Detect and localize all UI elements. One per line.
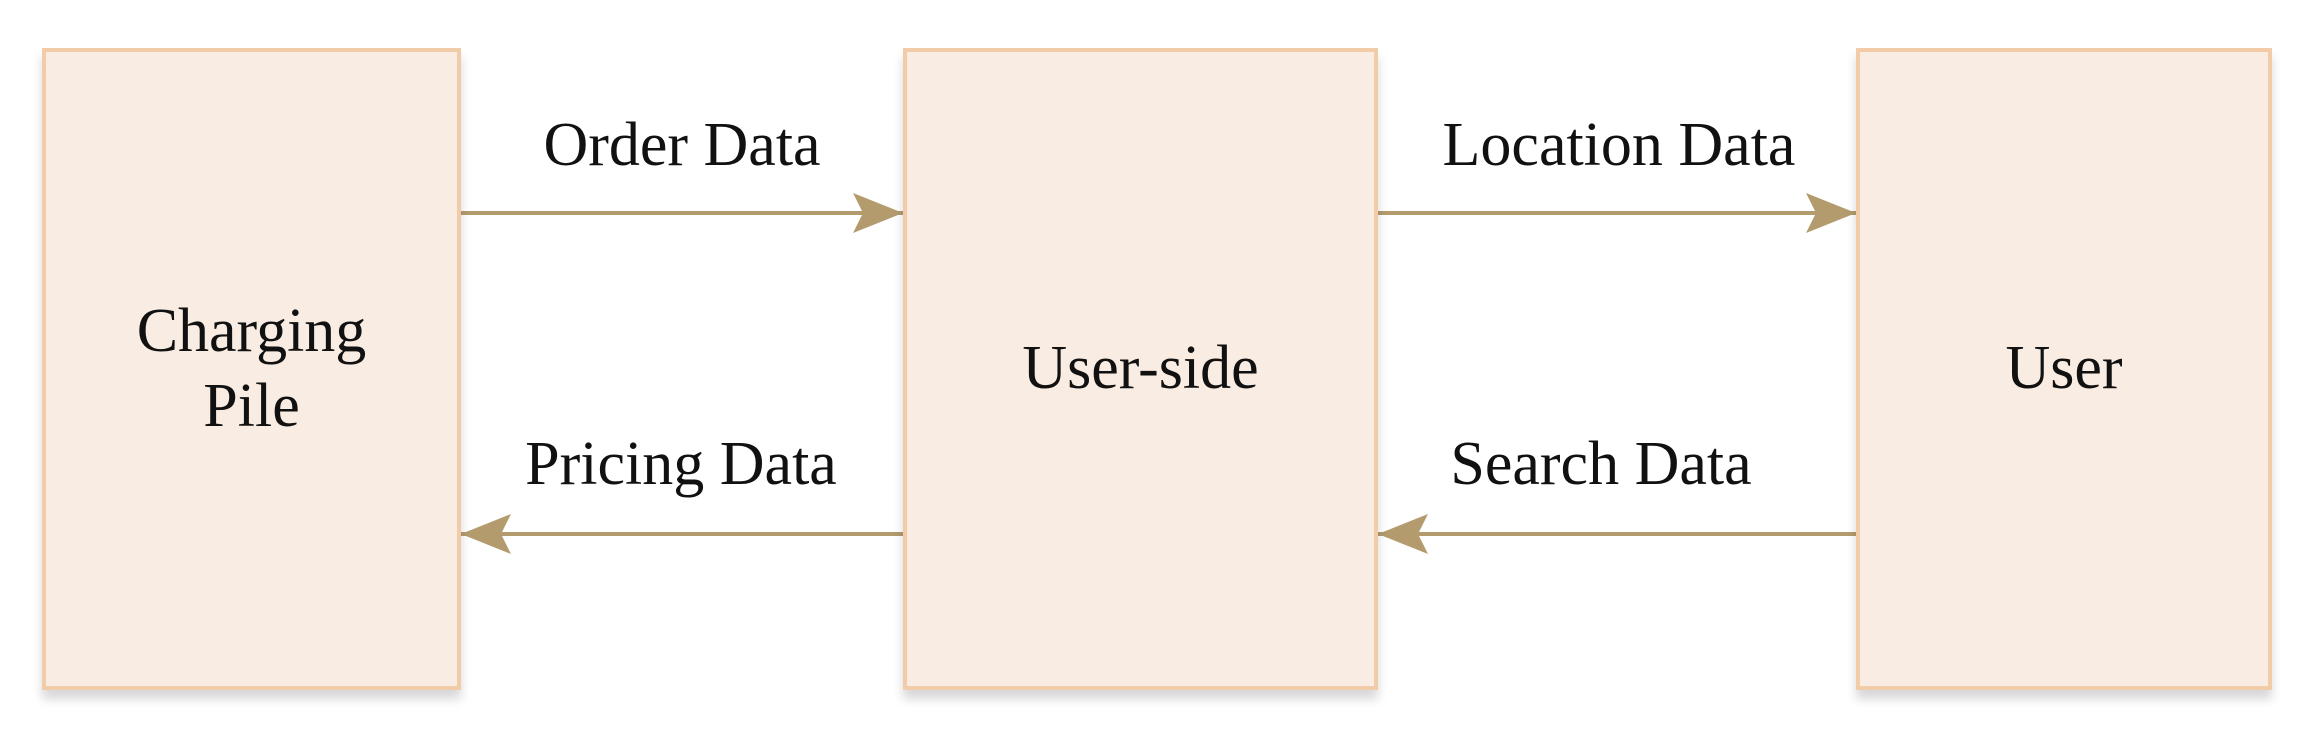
charging-pile-box: Charging Pile [42, 48, 461, 690]
order-data-label: Order Data [543, 111, 821, 179]
location-data-label: Location Data [1442, 111, 1796, 179]
user-label: User [2005, 334, 2123, 403]
pricing-data-label: Pricing Data [525, 430, 837, 498]
user-side-label: User-side [1022, 334, 1259, 403]
charging-pile-label: Charging Pile [136, 296, 367, 440]
search-data-label: Search Data [1450, 430, 1752, 498]
user-side-box: User-side [903, 48, 1378, 690]
user-box: User [1856, 48, 2272, 690]
